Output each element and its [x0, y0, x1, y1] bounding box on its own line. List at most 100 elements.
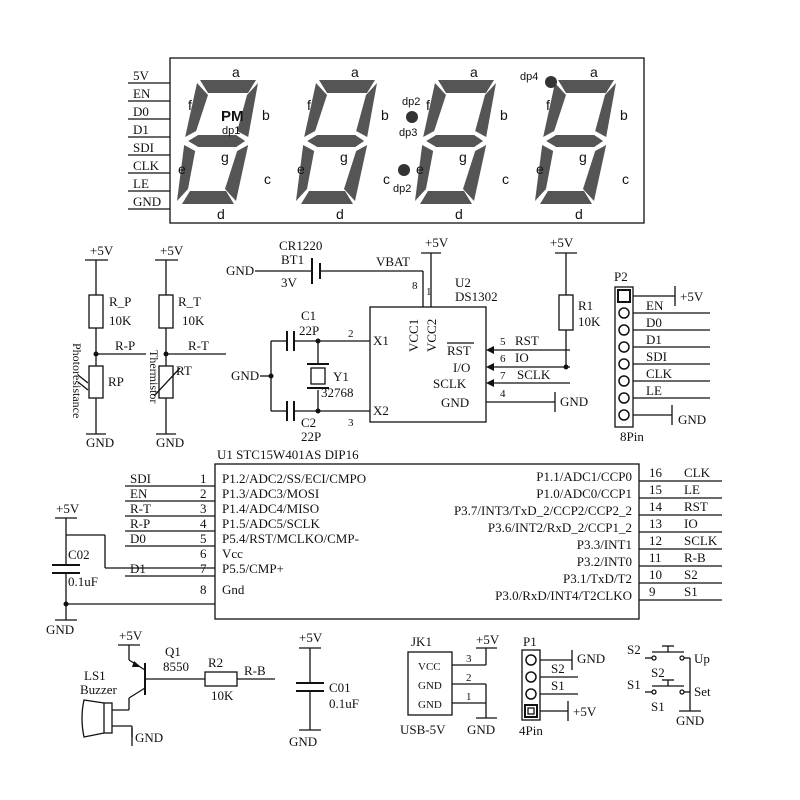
- seg-label-e: e: [297, 161, 305, 177]
- seg-label-c: c: [622, 171, 629, 187]
- mcu-chip: [214, 463, 640, 620]
- rtc-chip-part: DS1302: [455, 289, 498, 304]
- usb-section: JK1 VCC GND GND 3 2 1 +5V GND USB-5V: [400, 632, 500, 737]
- buzzer-body: [103, 702, 113, 734]
- p1-plus5: +5V: [573, 704, 597, 719]
- seg-label-a: a: [470, 64, 478, 80]
- buzzer-label: Buzzer: [80, 682, 117, 697]
- mcu-right-num-10: 10: [649, 567, 662, 582]
- seg-label-b: b: [500, 107, 508, 123]
- display-pin-5v: 5V: [133, 68, 150, 83]
- segment-d: [540, 191, 592, 204]
- mcu-vcc: +5V: [56, 501, 80, 516]
- mcu-gnd: GND: [46, 622, 74, 637]
- ls1-label: LS1: [84, 668, 106, 683]
- seg-label-e: e: [416, 161, 424, 177]
- photoresistance-label: Photoresistance: [70, 343, 84, 418]
- xtal-gnd: GND: [231, 368, 259, 383]
- seg-label-e: e: [536, 161, 544, 177]
- seg-label-d: d: [575, 206, 583, 222]
- dp3-label: dp3: [399, 127, 417, 139]
- mcu-left-num-6: 6: [200, 546, 207, 561]
- mcu-right-net-12: SCLK: [684, 533, 718, 548]
- segment-f: [185, 83, 208, 137]
- r1-label: R1: [578, 298, 593, 313]
- seg-label-f: f: [426, 97, 430, 113]
- battery-model: CR1220: [279, 238, 322, 253]
- rt-res-value: 10K: [182, 313, 205, 328]
- usb-pin-gnd2: GND: [418, 699, 442, 711]
- usb-num-3: 3: [466, 653, 472, 665]
- display-pins: 5V EN D0 D1 SDI CLK LE GND: [128, 68, 170, 210]
- p1-gnd: GND: [577, 651, 605, 666]
- mcu-right-num-13: 13: [649, 516, 662, 531]
- seg-label-c: c: [383, 171, 390, 187]
- mcu-left-num-5: 5: [200, 531, 207, 546]
- dp2-label-upper: dp2: [402, 96, 420, 108]
- seg-label-f: f: [546, 97, 550, 113]
- segment-b: [356, 83, 377, 137]
- usb-name: JK1: [411, 634, 432, 649]
- seg-label-g: g: [340, 149, 348, 165]
- c2-label: C2: [301, 415, 316, 430]
- mcu-right-num-14: 14: [649, 499, 663, 514]
- mcu-right-fn-15: P1.0/ADC0/CCP1: [536, 486, 632, 501]
- c01-vcc: +5V: [299, 630, 323, 645]
- colon-dot-lower: [398, 164, 410, 176]
- resistor-r-p: [88, 294, 104, 329]
- buzzer-gnd: GND: [135, 730, 163, 745]
- c01-section: +5V GND C01 0.1uF: [289, 630, 359, 749]
- p1-name: P1: [523, 634, 537, 649]
- mcu-left-fn-2: P1.3/ADC3/MOSI: [222, 486, 319, 501]
- display-pin-clk: CLK: [133, 158, 160, 173]
- p2-body: [614, 286, 634, 428]
- rtc-pin-io: I/O: [453, 360, 470, 375]
- r2-label: R2: [208, 655, 223, 670]
- mcu-left-num-4: 4: [200, 516, 207, 531]
- p2-pins: 8Pin: [620, 429, 644, 444]
- crystal-label: Y1: [333, 369, 349, 384]
- segment-b: [595, 83, 616, 137]
- mcu-left-num-3: 3: [200, 501, 207, 516]
- segment-c: [225, 145, 249, 201]
- r2-net: R-B: [244, 663, 266, 678]
- rt-net-label: R-T: [188, 338, 209, 353]
- rtc-pin-vcc1: VCC1: [406, 319, 421, 352]
- seg-label-g: g: [459, 149, 467, 165]
- segment-e: [177, 145, 196, 201]
- colon-dot-upper: [406, 111, 418, 123]
- seg-label-d: d: [217, 206, 225, 222]
- rtc-pin5: 5: [500, 336, 506, 348]
- p1-body: [521, 649, 541, 721]
- mcu-right-net-13: IO: [684, 516, 698, 531]
- rtc-pin-rst: RST: [447, 343, 471, 358]
- seg-label-a: a: [232, 64, 240, 80]
- set-label: Set: [694, 684, 711, 699]
- rtc-section: CR1220 BT1 3V GND VBAT +5V 8 1 GND C1 22…: [226, 235, 601, 444]
- r2-value: 10K: [211, 688, 234, 703]
- q1-part: 8550: [163, 659, 189, 674]
- mcu-left-net-2: EN: [130, 486, 148, 501]
- usb-pin-vcc: VCC: [418, 661, 441, 673]
- rp-vcc-label: +5V: [90, 243, 114, 258]
- segment-a: [558, 80, 614, 93]
- buzzer-section: +5V Q1 8550 R2 10K R-B LS1 Buzzer GND: [80, 628, 275, 746]
- mcu-left-net-1: SDI: [130, 471, 151, 486]
- segment-g: [188, 135, 246, 147]
- seg-label-f: f: [188, 97, 192, 113]
- seg-label-e: e: [178, 161, 186, 177]
- rp-net-label: R-P: [115, 338, 135, 353]
- rtc-pin4: 4: [500, 388, 506, 400]
- segment-b: [237, 83, 258, 137]
- mcu-title: U1 STC15W401AS DIP16: [217, 447, 359, 462]
- switch-section: S2 Up S2 S1 Set S1 GND: [627, 642, 711, 728]
- p2-net-sdi: SDI: [646, 349, 667, 364]
- net-sclk: SCLK: [517, 367, 551, 382]
- seg-label-d: d: [455, 206, 463, 222]
- up-label: Up: [694, 651, 710, 666]
- rtc-pin1: 1: [426, 286, 432, 298]
- segment-e: [535, 145, 554, 201]
- pm-indicator: PM: [221, 108, 244, 125]
